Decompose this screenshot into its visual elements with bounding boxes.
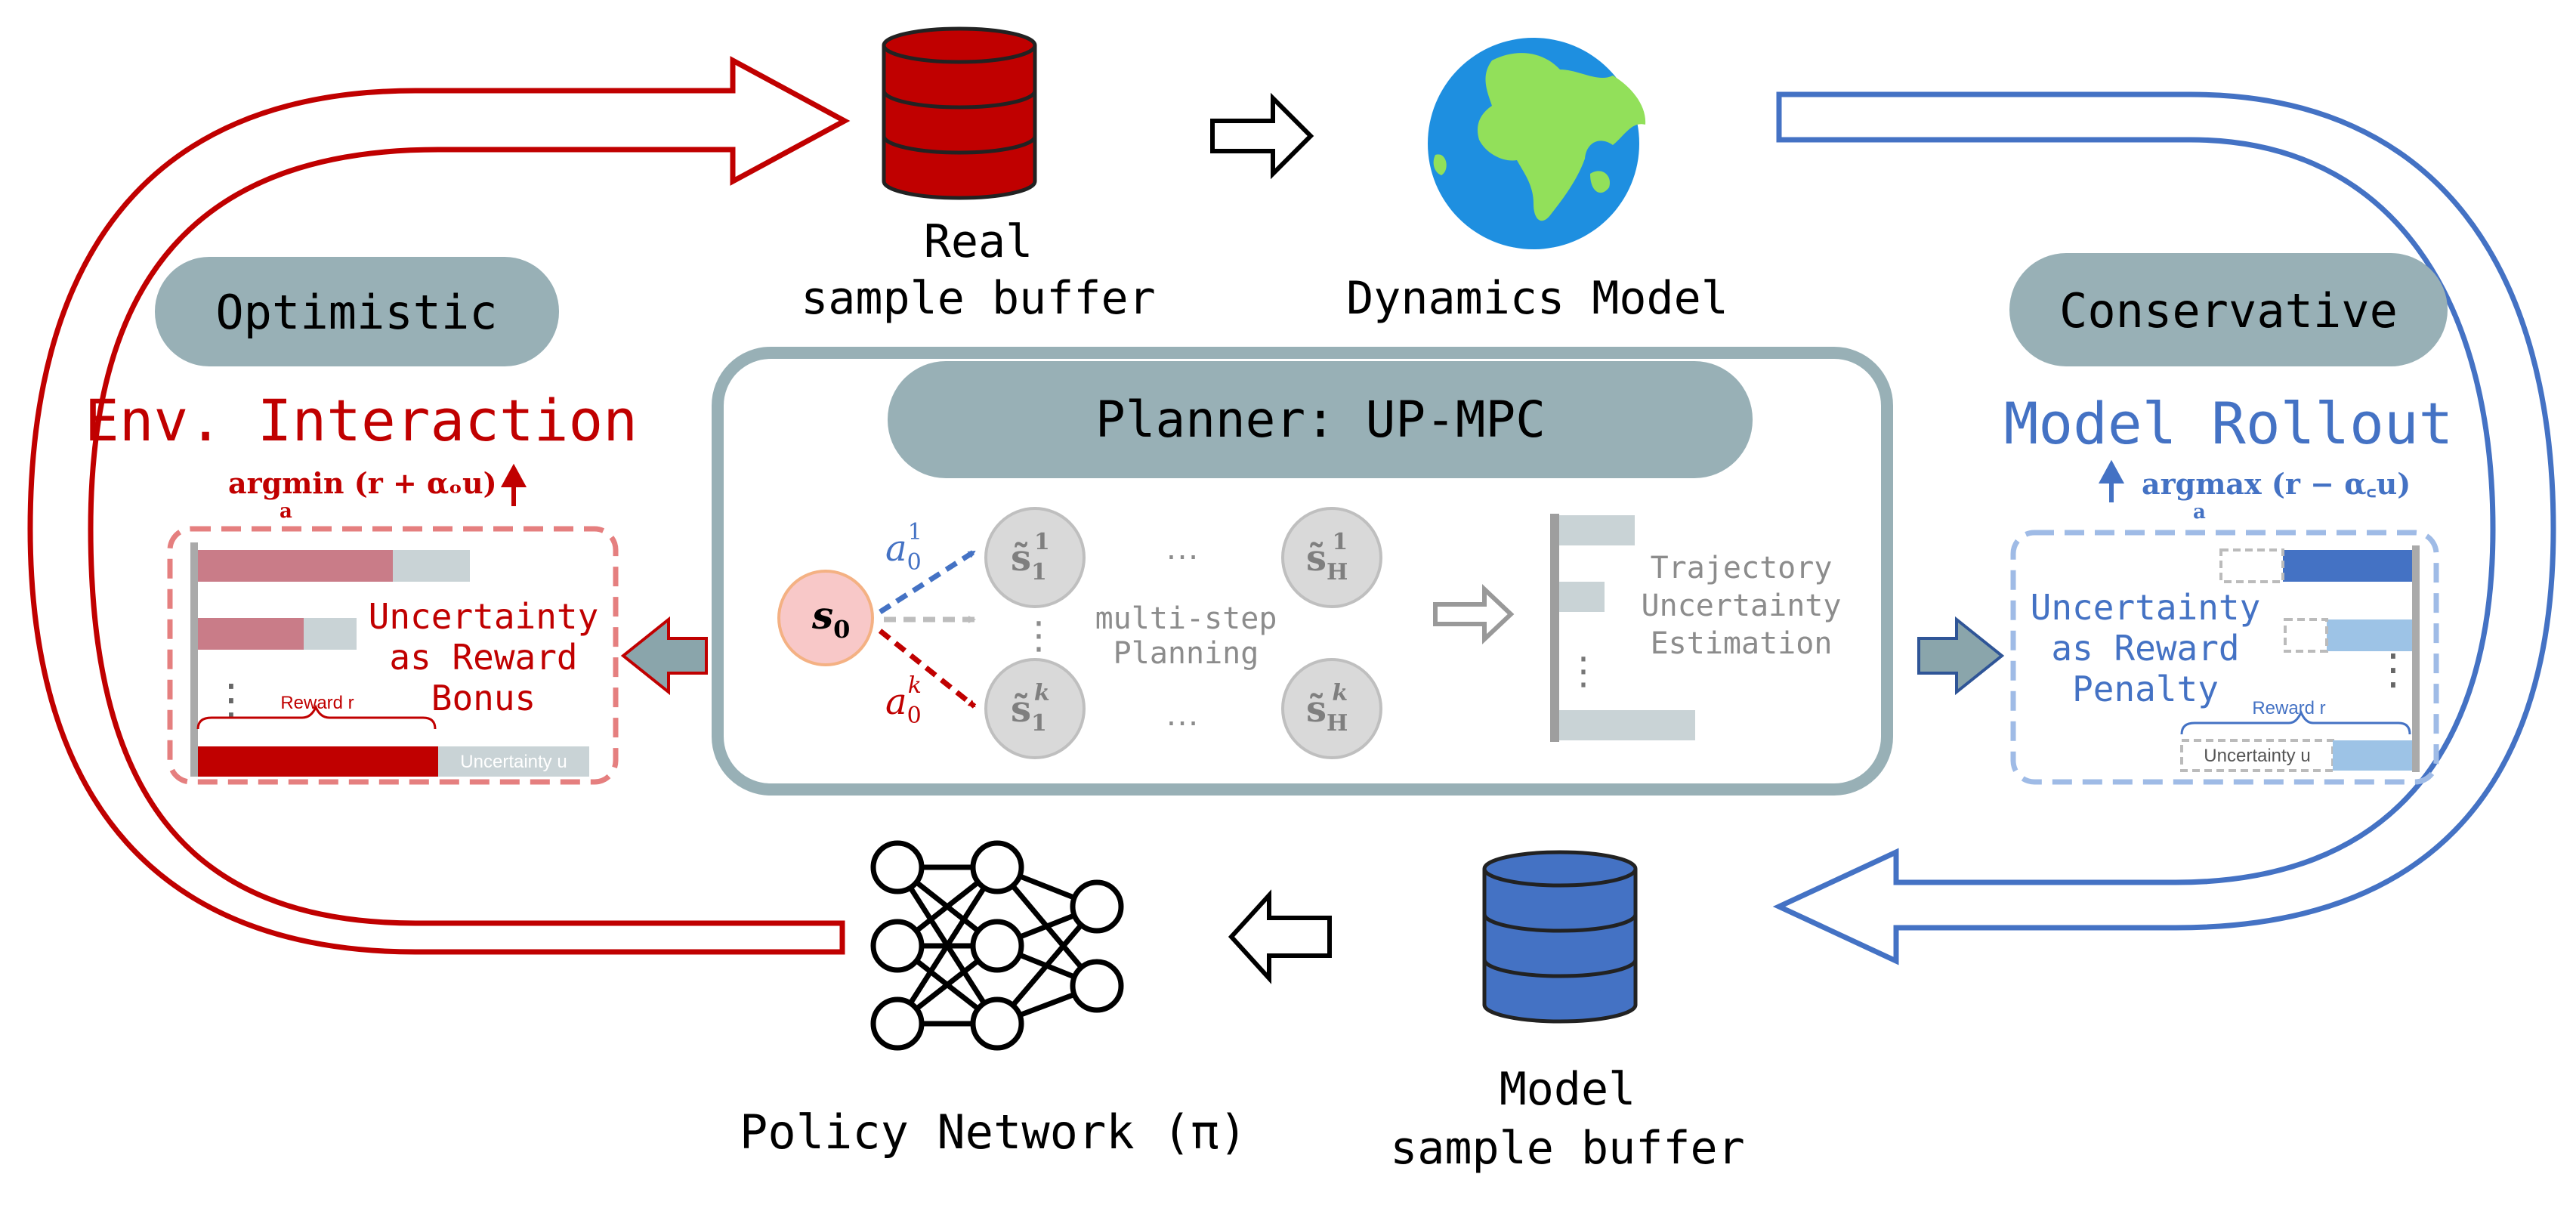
multistep-label-2: Planning (1113, 636, 1259, 671)
svg-text:s̃H1: s̃H1 (1306, 529, 1348, 585)
reward-bonus-box (167, 526, 619, 785)
trajectory-label-1: Trajectory (1651, 551, 1833, 585)
penalty-bar-final (2333, 740, 2412, 771)
arrow-left-icon (1228, 889, 1332, 984)
traj-bar-1 (1559, 515, 1635, 545)
conservative-pill (2009, 253, 2448, 366)
reward-penalty-box (2010, 530, 2439, 785)
multistep-label-1: multi-step (1095, 601, 1277, 636)
left-objective: argmin (r + αₒu) (228, 466, 497, 500)
bonus-bar-final-uncertainty (438, 746, 589, 777)
action-bottom-label: a0k (885, 672, 922, 729)
optimistic-loop-arrow (27, 56, 851, 955)
model-buffer-label-2: sample buffer (1390, 1122, 1745, 1175)
model-rollout-title: Model Rollout (2004, 390, 2454, 457)
bonus-note-1: Uncertainty (369, 596, 599, 637)
penalty-note-2: as Reward (2051, 628, 2239, 669)
traj-bar-3 (1559, 710, 1695, 740)
state-node-k-H (1281, 658, 1382, 759)
left-up-arrow-icon (500, 463, 527, 506)
optimistic-pill (155, 257, 559, 366)
planner-arrow-icon (1433, 584, 1515, 644)
penalty-bar-2 (2327, 619, 2412, 651)
traj-bar-2 (1559, 582, 1605, 612)
arrow-to-bonus-icon (620, 616, 708, 696)
state-node-1-1 (984, 507, 1086, 608)
svg-text:s̃1k: s̃1k (1011, 680, 1050, 737)
policy-network-label: Policy Network (π) (740, 1105, 1247, 1160)
globe-icon (1428, 38, 1646, 249)
s0-label: s0 (811, 593, 850, 644)
ellipsis-bottom: … (1165, 694, 1200, 733)
database-blue-icon (1482, 850, 1638, 1024)
bonus-note-2: as Reward (389, 637, 577, 678)
conservative-loop-arrow (1772, 91, 2556, 965)
state-node-k-1 (984, 658, 1086, 759)
neural-network-icon (870, 840, 1124, 1051)
penalty-note-1: Uncertainty (2031, 587, 2261, 628)
right-objective-sub: a (2193, 501, 2206, 524)
left-brace (196, 704, 437, 730)
conservative-label: Conservative (2059, 283, 2398, 338)
real-buffer-label-2: sample buffer (801, 272, 1156, 325)
database-red-icon (882, 26, 1037, 200)
s0-node (777, 570, 874, 666)
right-brace-label: Reward r (2252, 698, 2325, 718)
real-buffer-label-1: Real (924, 215, 1033, 268)
dynamics-model-label: Dynamics Model (1346, 272, 1728, 325)
left-uncertainty-label: Uncertainty u (460, 752, 567, 772)
model-buffer-label-1: Model (1500, 1063, 1636, 1116)
action-top-label: a01 (885, 519, 922, 576)
optimistic-label: Optimistic (215, 285, 497, 340)
trajectory-label-2: Uncertainty (1642, 589, 1842, 623)
left-brace-label: Reward r (280, 693, 354, 713)
vdots-middle: ⋮ (1020, 614, 1058, 657)
env-interaction-title: Env. Interaction (85, 387, 638, 454)
svg-text:s̃11: s̃11 (1011, 529, 1050, 585)
penalty-note-3: Penalty (2072, 669, 2219, 709)
penalty-bar-1 (2283, 550, 2412, 582)
right-up-arrow-icon (2098, 459, 2125, 502)
svg-text:s̃Hk: s̃Hk (1306, 680, 1348, 737)
trajectory-label-3: Estimation (1651, 626, 1833, 661)
planner-title: Planner: UP-MPC (1095, 391, 1546, 449)
right-uncertainty-label: Uncertainty u (2204, 746, 2310, 766)
bonus-note-3: Bonus (431, 678, 536, 718)
right-dots: ⋮ (2372, 645, 2414, 693)
action-arrow-bottom (878, 629, 977, 709)
left-objective-sub: a (280, 500, 292, 523)
bonus-bar-final-reward (198, 746, 438, 777)
ellipsis-top: … (1165, 527, 1200, 567)
right-objective: argmax (r − α꜀u) (2142, 467, 2411, 501)
left-dots: ⋮ (210, 675, 252, 723)
arrow-to-penalty-icon (1917, 616, 2005, 696)
right-brace (2180, 709, 2411, 735)
arrow-right-icon (1210, 92, 1314, 180)
state-node-1-H (1281, 507, 1382, 608)
planner-title-pill (888, 361, 1753, 478)
traj-dots: ⋮ (1564, 650, 1602, 692)
